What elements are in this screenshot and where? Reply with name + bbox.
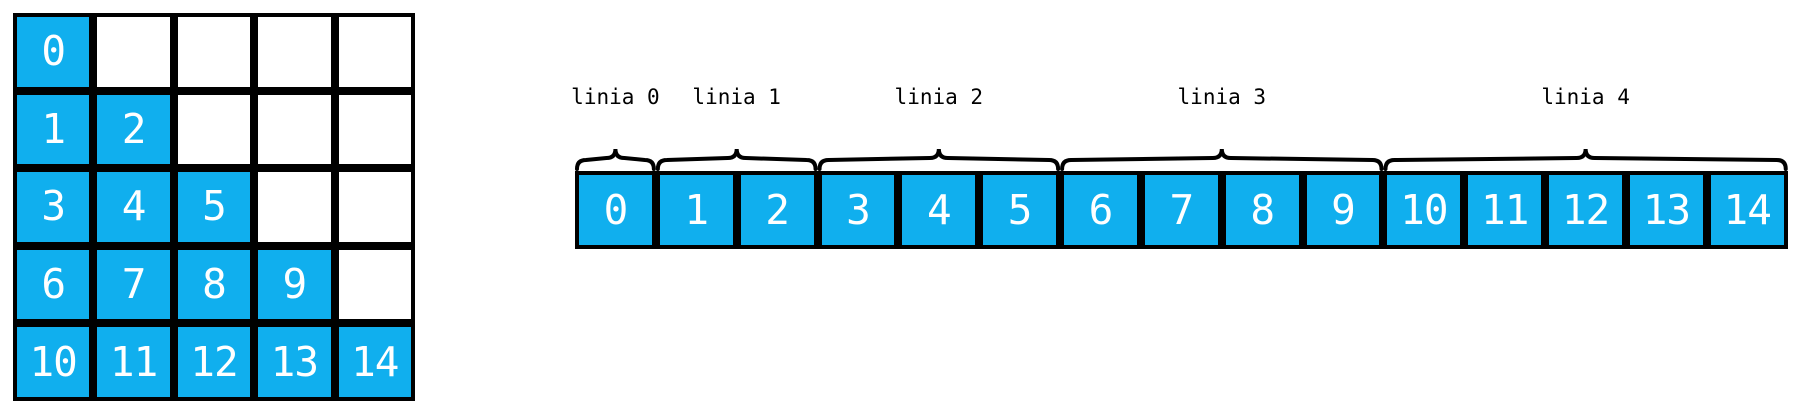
array-cell: 14 bbox=[1706, 171, 1788, 249]
group-label: linia 2 bbox=[894, 85, 984, 109]
group-brace bbox=[817, 148, 1061, 171]
grid-cell-empty bbox=[334, 13, 415, 91]
grid-cell-empty bbox=[173, 90, 255, 169]
grid-cell-empty bbox=[334, 245, 415, 324]
group-label: linia 3 bbox=[1177, 85, 1267, 109]
brace-layer bbox=[575, 148, 1788, 171]
array-cell: 8 bbox=[1221, 171, 1303, 249]
grid-cell-empty bbox=[334, 90, 415, 169]
array-cell: 2 bbox=[736, 171, 818, 249]
array-cell: 7 bbox=[1140, 171, 1222, 249]
grid-cell-empty bbox=[254, 168, 335, 246]
grid-cell-filled: 9 bbox=[254, 245, 335, 324]
grid-cell-filled: 10 bbox=[13, 323, 94, 401]
array-cell: 5 bbox=[979, 171, 1061, 249]
grid-cell-filled: 11 bbox=[93, 323, 174, 401]
array-cell: 13 bbox=[1625, 171, 1707, 249]
grid-cell-filled: 13 bbox=[254, 323, 335, 401]
grid-cell-empty bbox=[173, 13, 255, 91]
group-brace bbox=[655, 148, 818, 171]
grid-row: 0 bbox=[13, 13, 415, 91]
grid-cell-filled: 8 bbox=[173, 245, 255, 324]
grid-cell-empty bbox=[254, 90, 335, 169]
array-cell: 12 bbox=[1545, 171, 1626, 249]
array-cell: 0 bbox=[575, 171, 656, 249]
array-cell: 6 bbox=[1060, 171, 1141, 249]
grid-cell-filled: 0 bbox=[13, 13, 94, 91]
group-label: linia 4 bbox=[1541, 85, 1630, 109]
grid-cell-filled: 12 bbox=[173, 323, 255, 401]
group-brace bbox=[1383, 148, 1788, 171]
grid-cell-filled: 2 bbox=[93, 90, 174, 169]
group-label: linia 1 bbox=[692, 85, 781, 109]
array-cell: 10 bbox=[1383, 171, 1465, 249]
grid-cell-empty bbox=[93, 13, 174, 91]
grid-cell-filled: 7 bbox=[93, 245, 174, 324]
grid-cell-empty bbox=[254, 13, 335, 91]
grid-cell-filled: 1 bbox=[13, 90, 94, 169]
grid-cell-filled: 4 bbox=[93, 168, 174, 246]
group-brace bbox=[575, 148, 656, 171]
array-cell: 11 bbox=[1464, 171, 1546, 249]
array-cell: 4 bbox=[898, 171, 980, 249]
array-cell: 9 bbox=[1302, 171, 1384, 249]
grid-cell-empty bbox=[334, 168, 415, 246]
group-label: linia 0 bbox=[571, 85, 660, 109]
group-brace bbox=[1060, 148, 1384, 171]
grid-cell-filled: 6 bbox=[13, 245, 94, 324]
grid-cell-filled: 3 bbox=[13, 168, 94, 246]
array-cell: 3 bbox=[817, 171, 899, 249]
array-cell: 1 bbox=[655, 171, 737, 249]
grid-cell-filled: 5 bbox=[173, 168, 255, 246]
grid-cell-filled: 14 bbox=[334, 323, 415, 401]
